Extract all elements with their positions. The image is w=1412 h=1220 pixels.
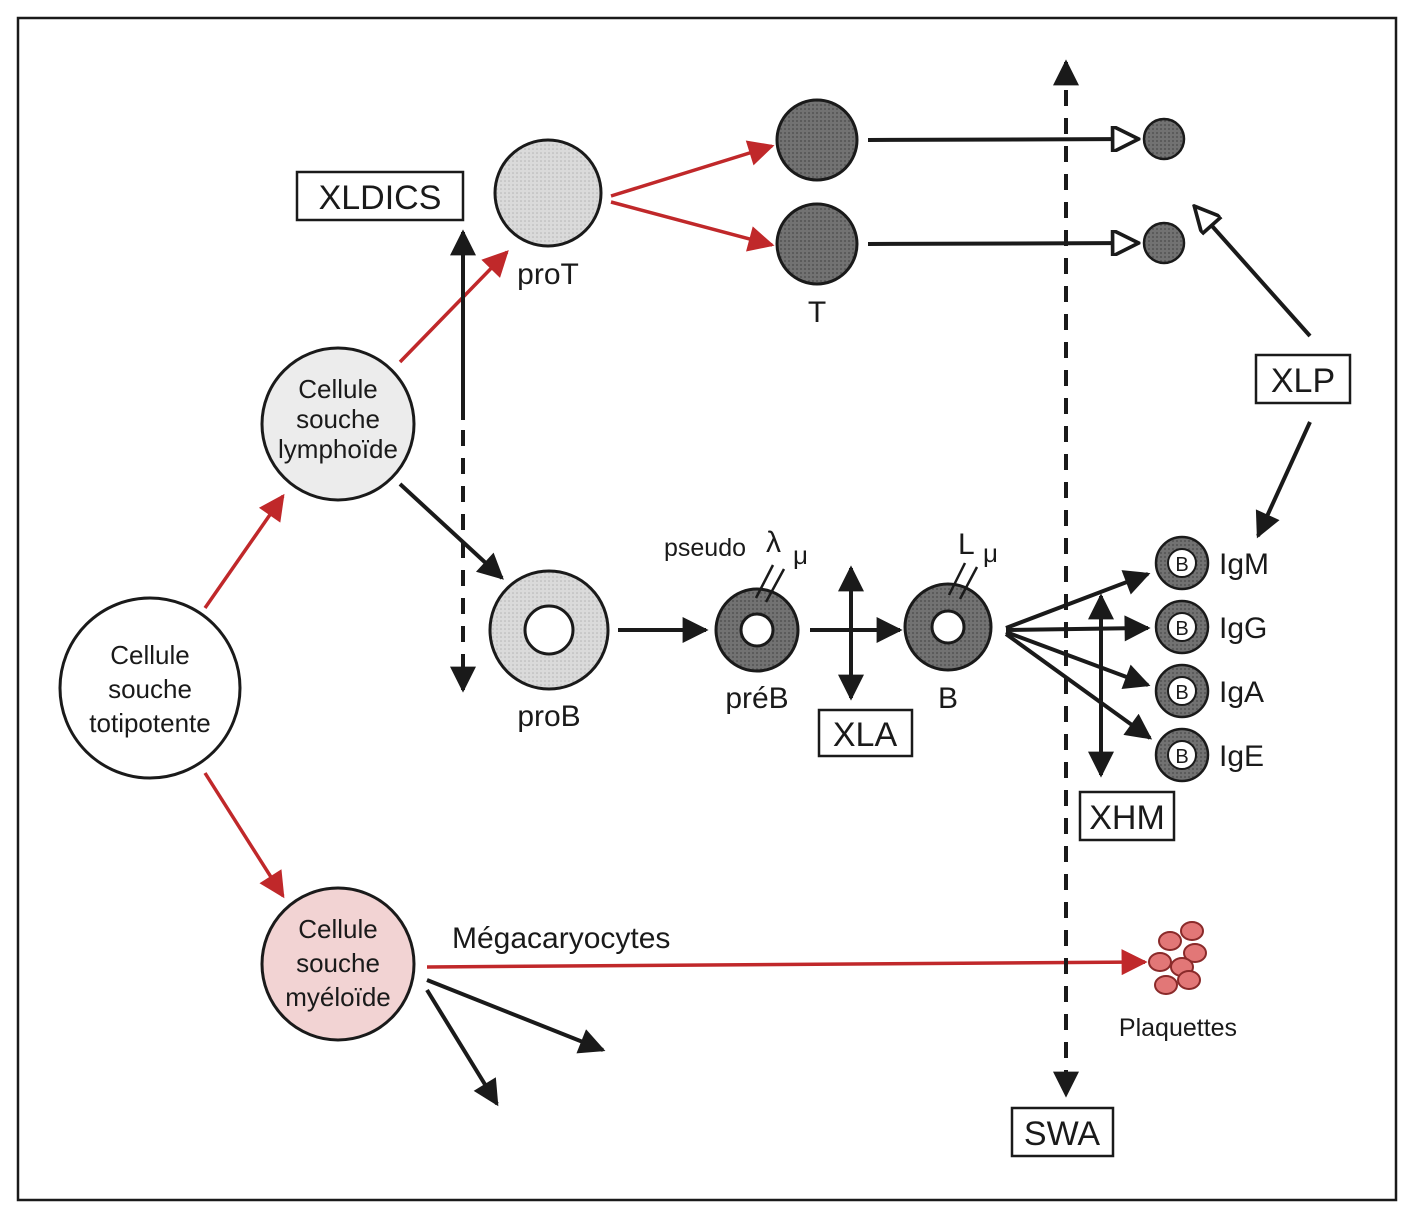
IgA-b-mark: B	[1175, 682, 1188, 704]
mature-T-cell-lower	[1142, 221, 1186, 265]
arrow-myeloid-branch-2	[425, 988, 499, 1107]
receptor-line-2	[764, 568, 786, 603]
myeloid-label-line-1: Cellule	[298, 914, 378, 944]
box-XLDICS-label: XLDICS	[319, 179, 442, 217]
lymphoid-label-line-2: souche	[296, 404, 380, 434]
L-label: L	[958, 528, 975, 561]
megakaryocytes-label: Mégacaryocytes	[452, 922, 670, 955]
lymphoid-label-line-3: lymphoïde	[278, 434, 398, 464]
myeloid-label-line-3: myéloïde	[285, 982, 391, 1012]
platelets-label: Plaquettes	[1119, 1014, 1237, 1042]
arrow-proT-to-T-lower	[610, 200, 775, 252]
totipotent-label-line-1: Cellule	[110, 640, 190, 670]
box-XLA: XLA	[817, 708, 914, 758]
arrow-XLP-to-mature-T	[1196, 208, 1312, 338]
platelets-cluster	[1148, 921, 1207, 995]
arrow-totipotent-to-myeloid	[203, 772, 285, 899]
box-XLP-label: XLP	[1271, 362, 1335, 400]
box-SWA: SWA	[1010, 1106, 1115, 1158]
receptor-line-4	[958, 566, 979, 600]
IgE-label: IgE	[1219, 740, 1264, 773]
T-cell-upper	[775, 98, 859, 182]
mu-preB-label: μ	[793, 540, 808, 570]
receptor-line-1	[754, 564, 775, 599]
arrow-myeloid-branch-1	[426, 978, 606, 1054]
arrow-totipotent-to-lymphoid	[203, 493, 285, 610]
arrow-T-upper-to-mature	[867, 139, 1136, 140]
B-label: B	[938, 682, 958, 715]
lambda-label: λ	[766, 526, 781, 559]
B-cell	[903, 582, 993, 672]
IgM-b-mark: B	[1175, 554, 1188, 576]
box-SWA-label: SWA	[1024, 1115, 1101, 1153]
myeloid-label-line-2: souche	[296, 948, 380, 978]
IgA-B-cell: B	[1154, 663, 1210, 719]
lymphoid-stem-cell: Cellule souche lymphoïde	[260, 346, 416, 502]
arrow-lymphoid-to-proB	[398, 482, 504, 580]
IgE-B-cell: B	[1154, 727, 1210, 783]
proB-label: proB	[517, 700, 580, 733]
arrow-lymphoid-to-proT	[398, 250, 509, 364]
IgM-label: IgM	[1219, 548, 1269, 581]
proT-label: proT	[517, 258, 579, 291]
totipotent-label-line-2: souche	[108, 674, 192, 704]
totipotent-label-line-3: totipotente	[89, 708, 210, 738]
T-cell-lower	[775, 202, 859, 286]
proT-cell	[493, 138, 603, 248]
myeloid-stem-cell: Cellule souche myéloïde	[260, 886, 416, 1042]
IgE-b-mark: B	[1175, 746, 1188, 768]
receptor-line-3	[947, 562, 967, 596]
proB-cell	[488, 569, 610, 691]
mu-B-label: μ	[983, 538, 998, 568]
box-XLDICS: XLDICS	[295, 170, 465, 222]
IgA-label: IgA	[1219, 676, 1264, 709]
preB-label: préB	[725, 682, 788, 715]
arrow-XLP-to-IgM	[1255, 421, 1312, 539]
box-XHM-label: XHM	[1089, 799, 1165, 837]
mature-T-cell-upper	[1142, 117, 1186, 161]
box-XHM: XHM	[1078, 790, 1176, 842]
IgM-B-cell: B	[1154, 535, 1210, 591]
arrow-proT-to-T-upper	[610, 140, 775, 198]
IgG-label: IgG	[1219, 612, 1267, 645]
pseudo-label: pseudo	[664, 534, 746, 562]
arrow-myeloid-to-platelets	[426, 949, 1148, 976]
box-XLP: XLP	[1254, 353, 1352, 405]
box-XLA-label: XLA	[833, 716, 898, 754]
arrow-T-lower-to-mature	[867, 243, 1136, 244]
preB-cell	[714, 587, 800, 673]
lymphoid-label-line-1: Cellule	[298, 374, 378, 404]
totipotent-stem-cell: Cellule souche totipotente	[58, 596, 242, 780]
IgG-B-cell: B	[1154, 599, 1210, 655]
T-label: T	[808, 296, 826, 329]
arrow-B-to-IgG	[1005, 615, 1151, 642]
IgG-b-mark: B	[1175, 618, 1188, 640]
